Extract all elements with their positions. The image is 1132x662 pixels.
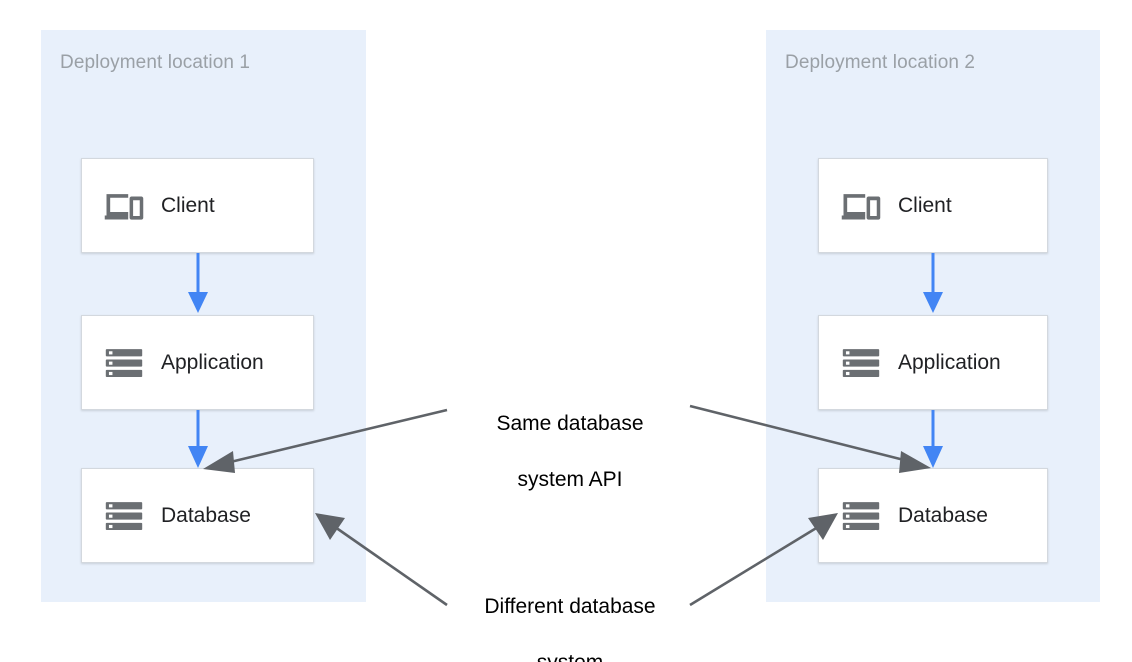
annotation-same-database-system-api: Same database system API [455, 382, 685, 522]
node-database-2-label: Database [898, 503, 988, 527]
node-client-1[interactable]: Client [81, 158, 314, 253]
annotation-api-line-1: Same database [496, 412, 644, 435]
deployment-location-2-title: Deployment location 2 [785, 52, 976, 73]
devices-icon [103, 185, 145, 227]
node-application-2-label: Application [898, 350, 1001, 374]
node-database-2[interactable]: Database [818, 468, 1048, 563]
server-icon [103, 342, 145, 384]
server-icon [840, 342, 882, 384]
devices-icon [840, 185, 882, 227]
node-application-1[interactable]: Application [81, 315, 314, 410]
annotation-api-line-2: system API [517, 468, 623, 491]
server-icon [103, 495, 145, 537]
node-application-1-label: Application [161, 350, 264, 374]
node-application-2[interactable]: Application [818, 315, 1048, 410]
annotation-different-database-system: Different database system [455, 565, 685, 662]
node-database-1[interactable]: Database [81, 468, 314, 563]
annotation-diff-line-2: system [455, 649, 685, 662]
node-client-1-label: Client [161, 193, 215, 217]
deployment-location-1-title: Deployment location 1 [60, 52, 251, 73]
server-icon [840, 495, 882, 537]
annotation-diff-line-1: Different database [484, 595, 656, 618]
node-client-2[interactable]: Client [818, 158, 1048, 253]
node-client-2-label: Client [898, 193, 952, 217]
node-database-1-label: Database [161, 503, 251, 527]
